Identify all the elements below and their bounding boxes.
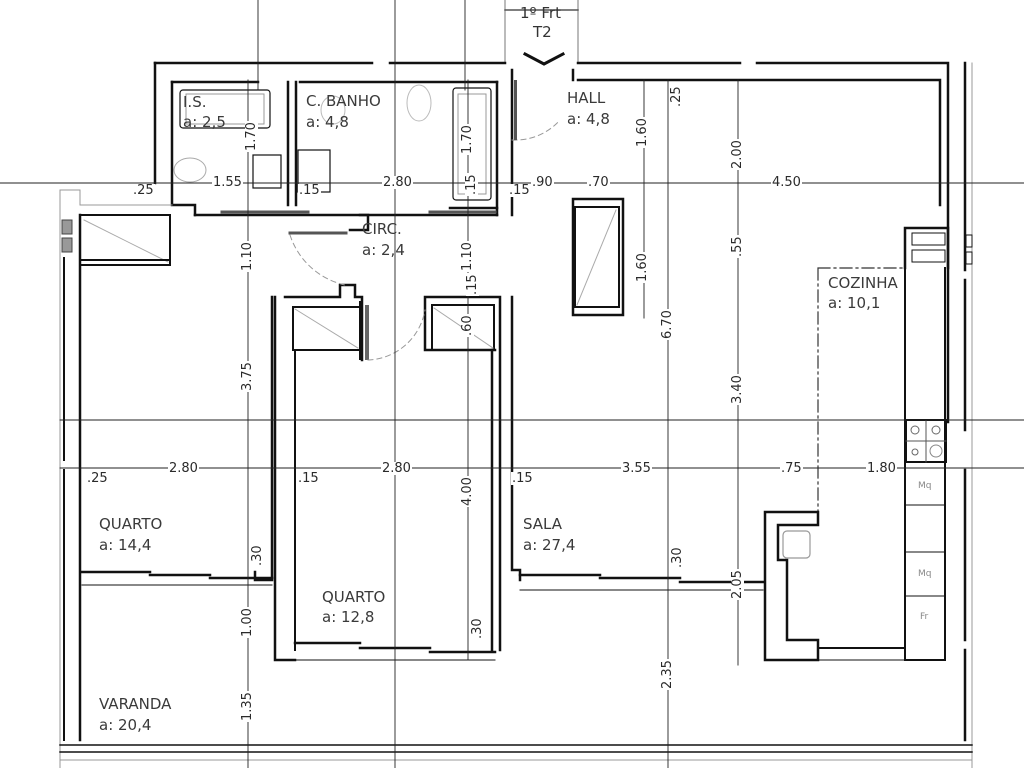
dim-top-1: 1.55 — [212, 175, 243, 190]
room-cozinha-name: COZINHA — [828, 274, 898, 292]
room-hall-name: HALL — [567, 89, 606, 107]
dim-top-2: .15 — [298, 183, 321, 198]
room-varanda-area: a: 20,4 — [99, 716, 152, 734]
room-varanda-name: VARANDA — [99, 695, 172, 713]
dim-v-is-height: 1.70 — [244, 121, 259, 152]
dim-top-6: .70 — [587, 175, 610, 190]
room-cbanho-area: a: 4,8 — [306, 113, 349, 131]
room-circ-name: CIRC. — [362, 220, 402, 238]
dim-v-tub-gap: .15 — [464, 173, 479, 196]
dim-mid-3: 2.80 — [381, 461, 412, 476]
dim-top-3: 2.80 — [382, 175, 413, 190]
dim-mid-4: .15 — [511, 471, 534, 486]
room-cozinha-area: a: 10,1 — [828, 294, 881, 312]
room-is-area: a: 2,5 — [183, 113, 226, 131]
dim-top-0: .25 — [132, 183, 155, 198]
dim-mid-2: .15 — [297, 471, 320, 486]
dim-v-varanda-b: 1.35 — [240, 691, 255, 722]
outer-wall-top — [153, 61, 950, 424]
room-hall-area: a: 4,8 — [567, 110, 610, 128]
dim-top-7: 4.50 — [771, 175, 802, 190]
room-cbanho-name: C. BANHO — [306, 92, 381, 110]
dim-v-sala-total: 6.70 — [660, 309, 675, 340]
room-quarto2-area: a: 12,8 — [322, 608, 375, 626]
dim-v-circ-right: 1.10 — [460, 241, 475, 272]
dim-v-kitchen-top: 2.00 — [730, 139, 745, 170]
appliance-mq-2: Mq — [918, 569, 932, 579]
dim-v-closet-depth: .60 — [460, 314, 475, 337]
unit-floor-label: 1º Frt — [520, 4, 561, 22]
dim-top-4: .15 — [508, 183, 531, 198]
dim-v-circ-left: 1.10 — [240, 241, 255, 272]
dim-v-kitchen-small: .55 — [730, 235, 745, 258]
dim-v-varanda-sala: 2.35 — [660, 659, 675, 690]
dim-mid-0: .25 — [86, 471, 109, 486]
dim-v-sill-mid: .30 — [470, 617, 485, 640]
dim-v-varanda-a: 1.00 — [240, 607, 255, 638]
room-sala-area: a: 27,4 — [523, 536, 576, 554]
dim-v-kitchen-bottom: 2.05 — [730, 569, 745, 600]
dim-mid-1: 2.80 — [168, 461, 199, 476]
room-circ-area: a: 2,4 — [362, 241, 405, 259]
room-quarto2-name: QUARTO — [322, 588, 386, 606]
dim-v-bath-tub: 1.70 — [460, 124, 475, 155]
entrance-door-icon — [522, 51, 566, 66]
room-sala-name: SALA — [523, 515, 563, 533]
room-is-name: I.S. — [183, 93, 207, 111]
dim-top-5: .90 — [531, 175, 554, 190]
appliance-fridge: Fr — [920, 612, 929, 622]
unit-type-label: T2 — [533, 23, 552, 41]
dim-v-sill-left: .30 — [250, 544, 265, 567]
dim-mid-5: 3.55 — [621, 461, 652, 476]
dim-v-hall-window: 1.60 — [635, 252, 650, 283]
appliance-mq-1: Mq — [918, 481, 932, 491]
dim-v-sill-sala: .30 — [670, 546, 685, 569]
room-quarto1-area: a: 14,4 — [99, 536, 152, 554]
dim-v-quarto-mid: 4.00 — [460, 476, 475, 507]
dim-v-closet-gap: .15 — [465, 273, 480, 296]
room-quarto1-name: QUARTO — [99, 515, 163, 533]
dim-mid-6: .75 — [780, 461, 803, 476]
dim-mid-7: 1.80 — [866, 461, 897, 476]
dim-v-hall-top: 1.60 — [635, 117, 650, 148]
dim-v-wall-top: .25 — [669, 85, 684, 108]
dim-v-kitchen-mid: 3.40 — [730, 374, 745, 405]
dim-v-quarto-left: 3.75 — [240, 361, 255, 392]
